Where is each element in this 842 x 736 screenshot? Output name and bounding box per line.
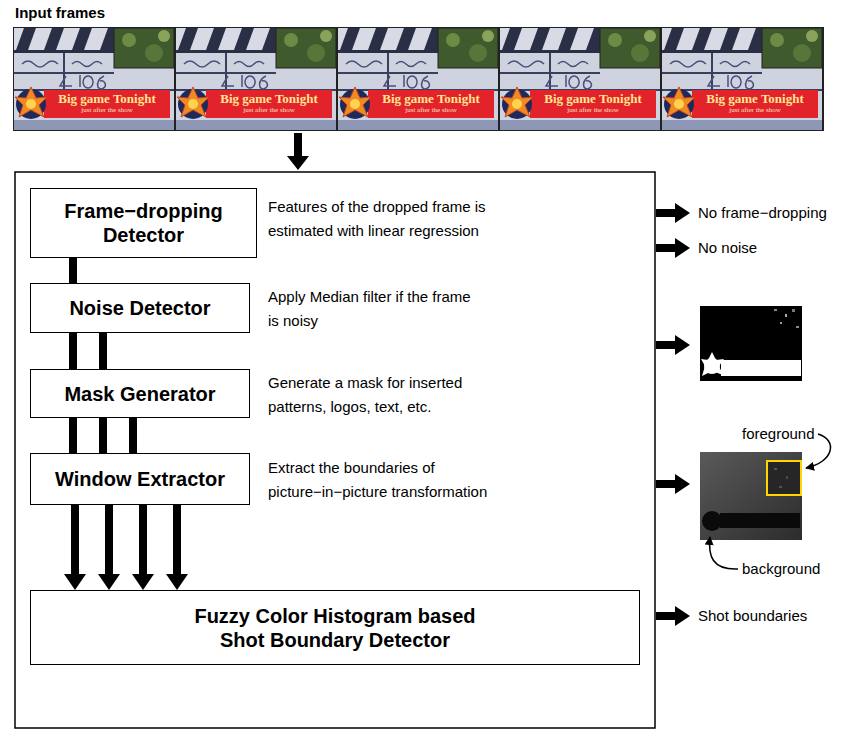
output-arrow-shaft (656, 480, 675, 488)
input-arrow-head (287, 156, 309, 170)
process-box: Noise Detector (30, 283, 250, 333)
flow-arrow (173, 505, 181, 574)
system-frame (15, 172, 655, 728)
video-frame (338, 28, 498, 130)
banner-text: Big game Tonight (692, 91, 818, 106)
frame-strip (13, 27, 824, 131)
flow-arrow (139, 505, 147, 574)
mask-speck (774, 309, 777, 311)
video-frame (176, 28, 336, 130)
process-box: Fuzzy Color Histogram based Shot Boundar… (30, 590, 640, 665)
background-banner (720, 513, 800, 528)
data-bar (99, 333, 107, 369)
data-bar (129, 418, 137, 453)
window-speck (774, 468, 777, 470)
data-bar (69, 258, 77, 283)
data-bar (69, 418, 77, 453)
mask-speck (796, 326, 799, 328)
banner-text: Big game Tonight (368, 91, 494, 106)
output-text: No noise (698, 239, 757, 257)
callout-text: foreground (742, 425, 815, 443)
window-speck (779, 486, 782, 488)
output-text: Shot boundaries (698, 607, 807, 625)
flow-arrow (105, 505, 113, 574)
data-bar (99, 418, 107, 453)
window-image (700, 434, 831, 569)
description: Extract the boundaries of picture−in−pic… (268, 456, 508, 504)
input-arrow-shaft (294, 133, 302, 156)
mask-ground (700, 306, 802, 381)
mask-logo (701, 352, 724, 376)
output-arrows (656, 203, 690, 626)
background-pointer (710, 537, 738, 569)
mask-banner (721, 360, 801, 376)
video-frame (500, 28, 660, 130)
window-ground (700, 452, 802, 540)
description: Features of the dropped frame is estimat… (268, 195, 498, 243)
description: Generate a mask for inserted patterns, l… (268, 371, 498, 419)
output-arrow-head (675, 474, 690, 494)
mask-speck (780, 322, 782, 324)
banner-subtext: just after the show (44, 106, 170, 114)
output-arrow-shaft (656, 612, 675, 620)
video-frame (662, 28, 822, 130)
section-heading: Input frames (15, 4, 105, 22)
banner-text: Big game Tonight (206, 91, 332, 106)
output-arrow-shaft (656, 244, 675, 252)
output-arrow-head (675, 203, 690, 223)
mask-speck (785, 314, 787, 317)
banner-subtext: just after the show (530, 106, 656, 114)
banner-text: Big game Tonight (530, 91, 656, 106)
box-title: Mask Generator (64, 382, 215, 406)
window-speck (786, 476, 788, 479)
data-bar (69, 333, 77, 369)
output-arrow-head (675, 606, 690, 626)
process-box: Frame−dropping Detector (30, 188, 257, 258)
banner-subtext: just after the show (692, 106, 818, 114)
box-title: Frame−dropping Detector (44, 199, 244, 247)
output-arrow-head (675, 335, 690, 355)
box-title: Fuzzy Color Histogram based Shot Boundar… (170, 604, 500, 652)
video-frame (14, 28, 174, 130)
process-box: Window Extractor (30, 453, 250, 505)
output-arrow-head (675, 238, 690, 258)
mask-logo (704, 358, 720, 374)
description: Apply Median filter if the frame is nois… (268, 285, 478, 333)
foreground-box (767, 461, 801, 495)
banner-subtext: just after the show (206, 106, 332, 114)
mask-speck (792, 309, 795, 312)
process-box: Mask Generator (30, 369, 250, 418)
box-title: Window Extractor (55, 467, 225, 491)
callout-text: background (742, 560, 820, 578)
banner-text: Big game Tonight (44, 91, 170, 106)
box-title: Noise Detector (69, 296, 210, 320)
flow-arrow (71, 505, 79, 574)
output-text: No frame−dropping (698, 204, 827, 222)
mask-image (700, 306, 802, 381)
output-arrow-shaft (656, 341, 675, 349)
banner-subtext: just after the show (368, 106, 494, 114)
background-logo (702, 511, 722, 531)
output-arrow-shaft (656, 209, 675, 217)
